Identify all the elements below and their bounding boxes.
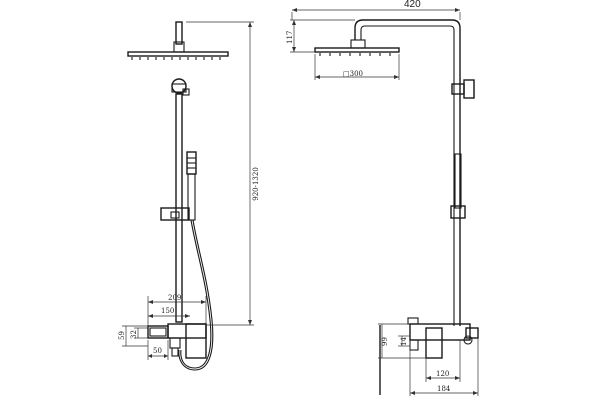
front-upper-riser xyxy=(175,21,183,45)
dim-209: 209 xyxy=(147,294,207,326)
dim-label-50: 50 xyxy=(153,347,162,355)
dim-label-209: 209 xyxy=(168,294,181,302)
dim-420: 420 xyxy=(291,0,461,20)
front-hand-shower xyxy=(186,151,197,221)
dim-label-184: 184 xyxy=(437,385,451,393)
dim-120: 120 xyxy=(425,340,461,382)
dim-150: 150 xyxy=(148,307,190,318)
front-shower-head xyxy=(127,41,229,60)
dim-label-99: 99 xyxy=(381,337,389,346)
dim-300: □300 xyxy=(314,54,400,80)
dim-label-height-range: 920-1320 xyxy=(252,167,260,201)
dim-label-150: 150 xyxy=(161,307,174,315)
dim-99: 99 xyxy=(378,323,426,359)
dim-label-300: □300 xyxy=(343,70,363,78)
front-mixer xyxy=(147,323,207,359)
side-shower-arm xyxy=(354,19,461,326)
dim-label-32: 32 xyxy=(130,330,138,339)
side-view: 420 117 □300 99 xyxy=(286,0,479,396)
dim-117: 117 xyxy=(286,19,355,53)
dim-32: 32 xyxy=(130,327,148,339)
front-view: 920-1320 209 150 50 xyxy=(118,21,260,371)
side-knob xyxy=(451,79,475,99)
dim-14: 14 xyxy=(398,335,410,347)
front-slide-bracket xyxy=(160,207,190,221)
dim-label-117: 117 xyxy=(286,31,294,44)
dim-label-59: 59 xyxy=(118,331,126,340)
dim-height-range: 920-1320 xyxy=(186,21,260,326)
side-shower-head xyxy=(314,39,400,56)
front-hose xyxy=(180,219,212,369)
side-mixer xyxy=(379,317,479,395)
dim-50: 50 xyxy=(147,340,169,360)
dim-label-120: 120 xyxy=(436,370,449,378)
dim-184: 184 xyxy=(409,338,479,396)
front-joint xyxy=(171,78,190,96)
dim-label-14: 14 xyxy=(400,337,408,346)
side-rail xyxy=(450,153,466,219)
dim-59: 59 xyxy=(118,325,148,347)
dim-label-420: 420 xyxy=(404,0,421,10)
